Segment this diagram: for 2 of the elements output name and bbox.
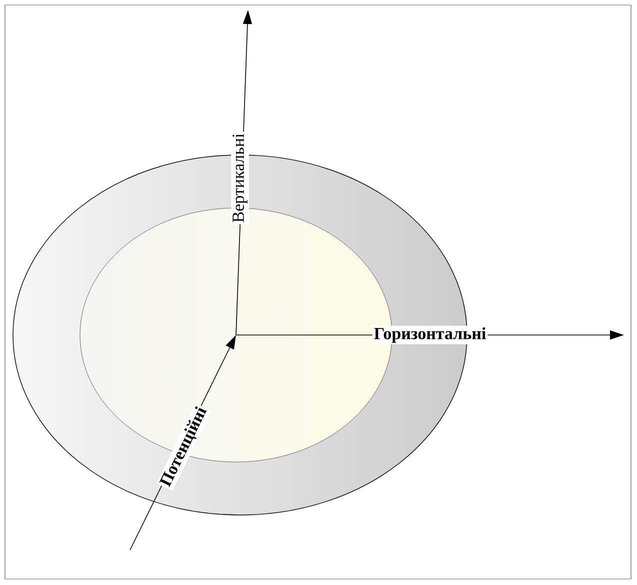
axis-label: Горизонтальні [372,326,488,344]
axis-label: Вертикальні [231,132,249,224]
